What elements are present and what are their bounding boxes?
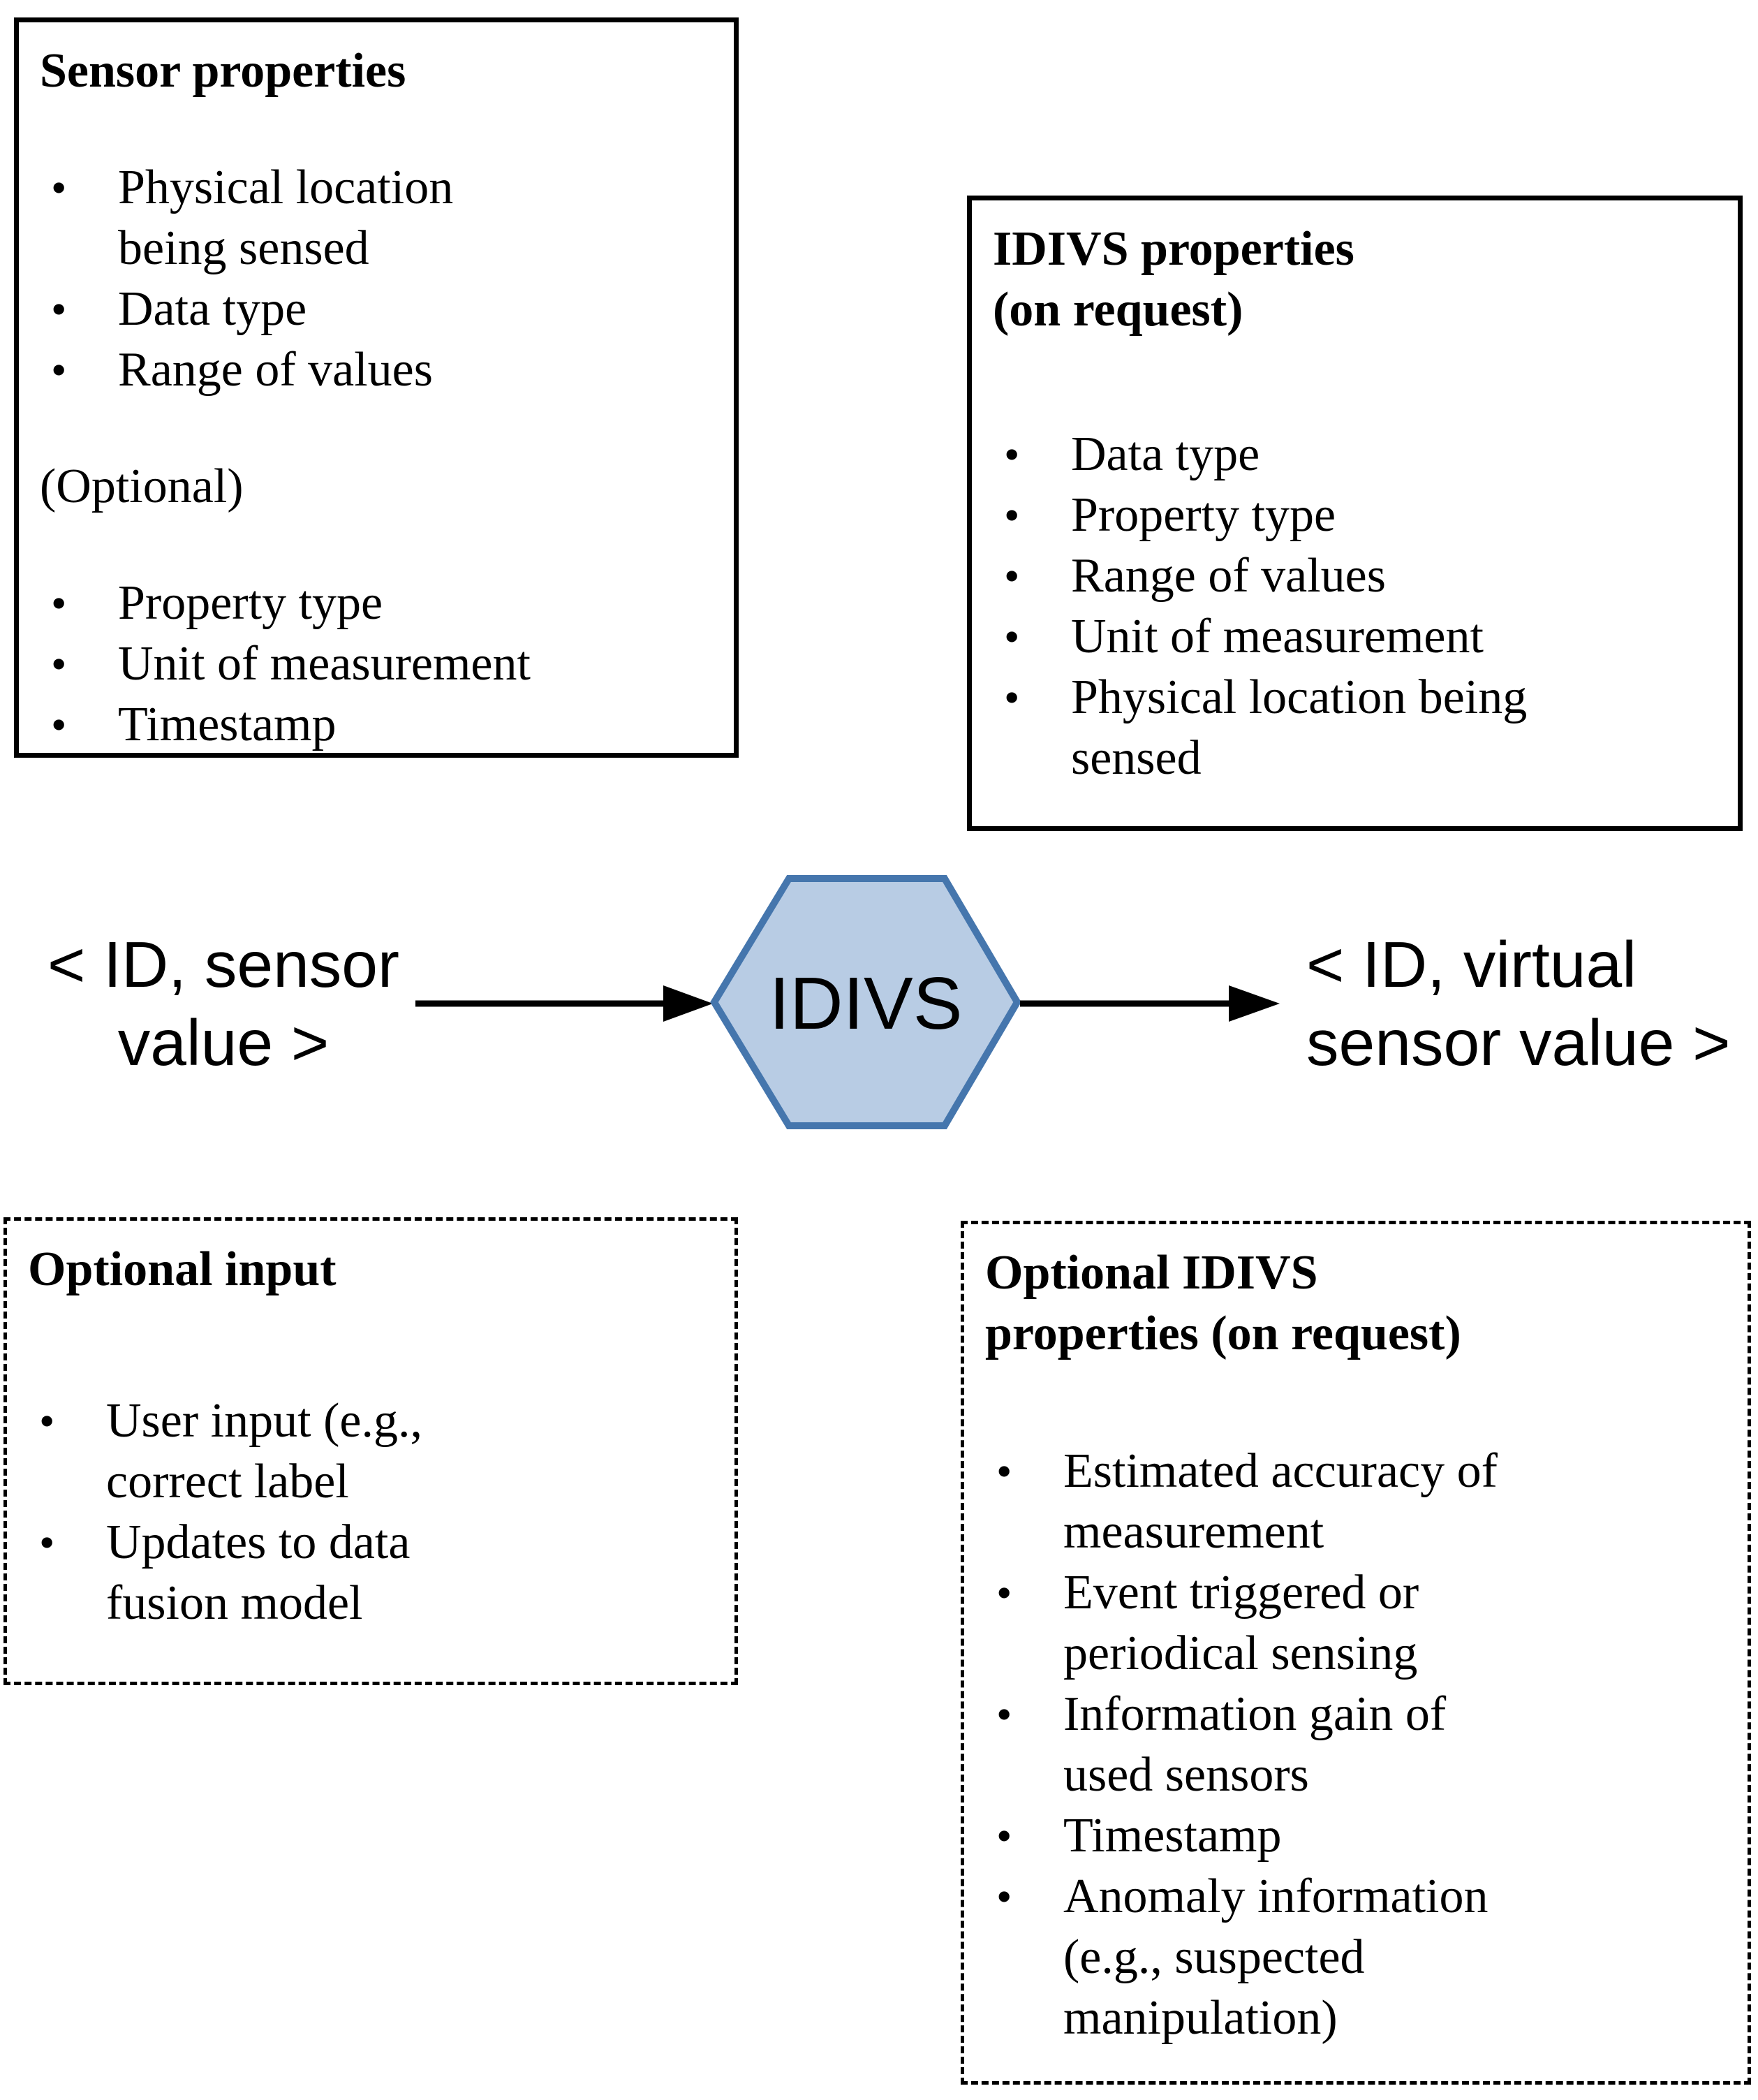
list-item-text: Updates to data fusion model xyxy=(106,1515,411,1630)
list-item-text: Range of values xyxy=(118,343,433,397)
output-arrowhead-icon xyxy=(1229,985,1280,1022)
list-item-text: Data type xyxy=(118,282,307,336)
input-tuple-label: < ID, sensor value > xyxy=(47,928,399,1079)
optional-label: (Optional) xyxy=(40,460,244,513)
idivs-hexagon-label: IDIVS xyxy=(769,962,963,1045)
list-item: • Data type xyxy=(993,424,1721,485)
list-item: • Data type xyxy=(40,279,717,339)
list-item-text: Information gain of used sensors xyxy=(1063,1687,1447,1802)
list-item-text: Physical location being sensed xyxy=(1071,670,1528,785)
spacer xyxy=(40,517,717,573)
spacer xyxy=(993,340,1721,424)
output-tuple-label: < ID, virtual sensor value > xyxy=(1306,928,1731,1079)
optional-input-title: Optional input xyxy=(28,1242,337,1296)
list-item: • Property type xyxy=(40,573,717,633)
list-item-text: Timestamp xyxy=(1063,1809,1282,1863)
bullet-icon: • xyxy=(51,345,67,395)
bullet-icon: • xyxy=(1004,551,1020,601)
bullet-icon: • xyxy=(39,1518,55,1567)
bullet-icon: • xyxy=(996,1568,1012,1617)
bullet-icon: • xyxy=(51,163,67,212)
list-item-text: Property type xyxy=(1071,488,1336,542)
sensor-properties-title: Sensor properties xyxy=(40,44,406,98)
list-item-text: Physical location being sensed xyxy=(118,161,454,275)
list-item: • Physical location being sensed xyxy=(993,667,1721,788)
list-item: • Event triggered or periodical sensing xyxy=(985,1562,1731,1684)
bullet-icon: • xyxy=(996,1811,1012,1860)
idivs-hexagon xyxy=(710,875,1021,1129)
bullet-icon: • xyxy=(1004,490,1020,540)
input-arrowhead-icon xyxy=(663,985,713,1022)
list-item: • Timestamp xyxy=(985,1805,1731,1866)
list-item: • Timestamp xyxy=(40,694,717,755)
bullet-icon: • xyxy=(1004,429,1020,479)
list-item: • Anomaly information (e.g., suspected m… xyxy=(985,1866,1731,2048)
spacer xyxy=(28,1300,718,1390)
optional-idivs-properties-box: Optional IDIVS properties (on request) •… xyxy=(961,1221,1751,2085)
list-item-text: Timestamp xyxy=(118,698,337,751)
bullet-icon: • xyxy=(51,639,67,689)
bullet-icon: • xyxy=(51,700,67,749)
list-item: • Updates to data fusion model xyxy=(28,1512,718,1633)
idivs-properties-box: IDIVS properties (on request) • Data typ… xyxy=(967,196,1743,831)
optional-idivs-properties-title: Optional IDIVS properties (on request) xyxy=(985,1246,1461,1360)
list-item-text: Range of values xyxy=(1071,549,1386,603)
bullet-icon: • xyxy=(996,1872,1012,1921)
bullet-icon: • xyxy=(51,284,67,334)
bullet-icon: • xyxy=(996,1689,1012,1739)
bullet-icon: • xyxy=(39,1396,55,1446)
list-item-text: Data type xyxy=(1071,427,1260,481)
spacer xyxy=(985,1364,1731,1441)
bullet-icon: • xyxy=(1004,673,1020,722)
list-item-text: Property type xyxy=(118,576,383,630)
list-item: • Property type xyxy=(993,485,1721,545)
list-item-text: User input (e.g., correct label xyxy=(106,1394,422,1508)
bullet-icon: • xyxy=(51,578,67,628)
list-item-text: Event triggered or periodical sensing xyxy=(1063,1566,1419,1680)
spacer xyxy=(40,101,717,157)
list-item-text: Estimated accuracy of measurement xyxy=(1063,1444,1498,1559)
bullet-icon: • xyxy=(996,1446,1012,1496)
list-item-text: Unit of measurement xyxy=(1071,610,1484,663)
idivs-properties-title: IDIVS properties (on request) xyxy=(993,222,1354,337)
optional-input-box: Optional input • User input (e.g., corre… xyxy=(3,1217,738,1685)
list-item-text: Unit of measurement xyxy=(118,637,531,691)
list-item: • Unit of measurement xyxy=(40,633,717,694)
list-item-text: Anomaly information (e.g., suspected man… xyxy=(1063,1870,1489,2045)
list-item: • Range of values xyxy=(993,545,1721,606)
list-item: • User input (e.g., correct label xyxy=(28,1390,718,1512)
spacer xyxy=(40,400,717,456)
list-item: • Range of values xyxy=(40,339,717,400)
list-item: • Physical location being sensed xyxy=(40,157,717,279)
sensor-properties-box: Sensor properties • Physical location be… xyxy=(14,17,739,758)
list-item: • Estimated accuracy of measurement xyxy=(985,1441,1731,1562)
bullet-icon: • xyxy=(1004,612,1020,661)
list-item: • Unit of measurement xyxy=(993,606,1721,667)
list-item: • Information gain of used sensors xyxy=(985,1684,1731,1805)
